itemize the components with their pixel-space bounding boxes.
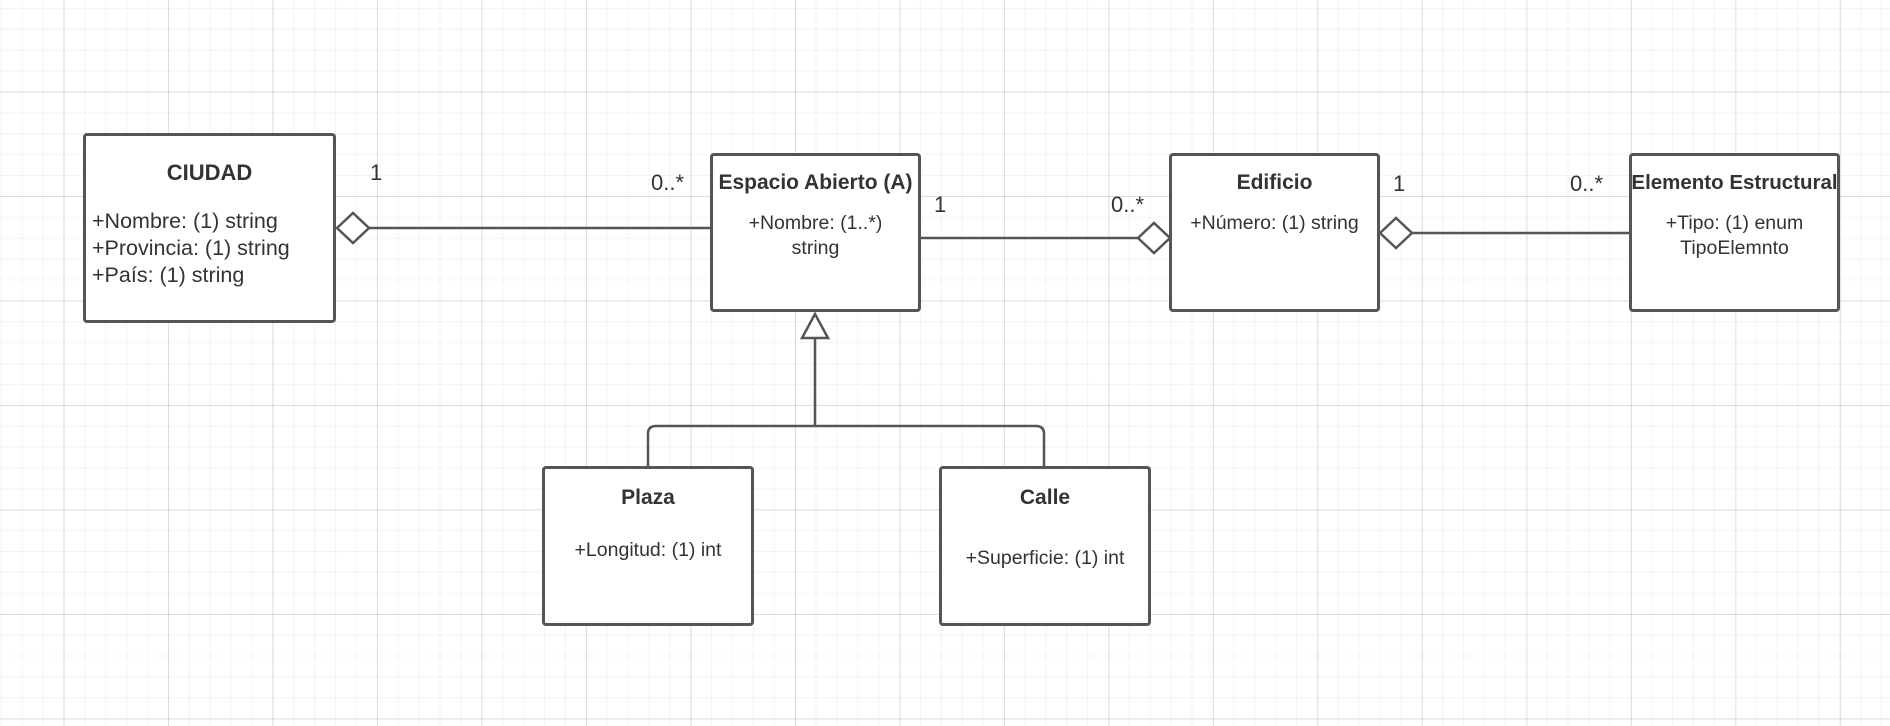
class-espacio-abierto-attribute: +Nombre: (1..*) [748,212,883,234]
class-elemento-estructural-name: Elemento Estructural [1631,171,1838,194]
class-plaza[interactable]: Plaza +Longitud: (1) int [542,466,754,626]
generalization-line [646,338,1046,468]
multiplicity-ciudad-part: 0..* [651,170,685,195]
class-ciudad-attribute: +País: (1) string [92,263,245,287]
generalization-arrowhead [799,311,831,340]
class-elemento-estructural-attribute: +Tipo: (1) enum [1665,212,1804,234]
multiplicity-espacio-edificio-whole: 0..* [1111,192,1145,217]
class-espacio-abierto-name: Espacio Abierto (A) [718,171,913,194]
aggregation-diamond-ciudad [335,211,371,245]
class-elemento-estructural[interactable]: Elemento Estructural +Tipo: (1) enum Tip… [1629,153,1840,312]
aggregation-diamond-edificio-right [1378,216,1414,250]
class-edificio-name: Edificio [1236,171,1313,194]
class-ciudad-attribute: +Provincia: (1) string [92,236,290,260]
class-elemento-estructural-attribute: TipoElemnto [1680,237,1789,259]
multiplicity-ciudad-whole: 1 [370,160,383,185]
class-edificio-attribute: +Número: (1) string [1190,212,1359,234]
class-ciudad-attribute: +Nombre: (1) string [92,209,278,233]
multiplicity-edificio-elemento-whole: 1 [1393,171,1406,196]
class-ciudad-name: CIUDAD [166,160,253,185]
class-espacio-abierto[interactable]: Espacio Abierto (A) +Nombre: (1..*) stri… [710,153,921,312]
class-edificio[interactable]: Edificio +Número: (1) string [1169,153,1380,312]
class-plaza-name: Plaza [621,486,675,509]
class-ciudad[interactable]: CIUDAD +Nombre: (1) string +Provincia: (… [83,133,336,323]
class-espacio-abierto-attribute: string [791,237,840,259]
multiplicity-espacio-edificio-part: 1 [934,192,947,217]
class-calle-attribute: +Superficie: (1) int [965,547,1125,569]
multiplicity-edificio-elemento-part: 0..* [1570,171,1604,196]
class-calle-name: Calle [1019,486,1071,509]
class-plaza-attribute: +Longitud: (1) int [574,539,722,561]
aggregation-diamond-edificio-left [1136,221,1172,255]
class-calle[interactable]: Calle +Superficie: (1) int [939,466,1151,626]
